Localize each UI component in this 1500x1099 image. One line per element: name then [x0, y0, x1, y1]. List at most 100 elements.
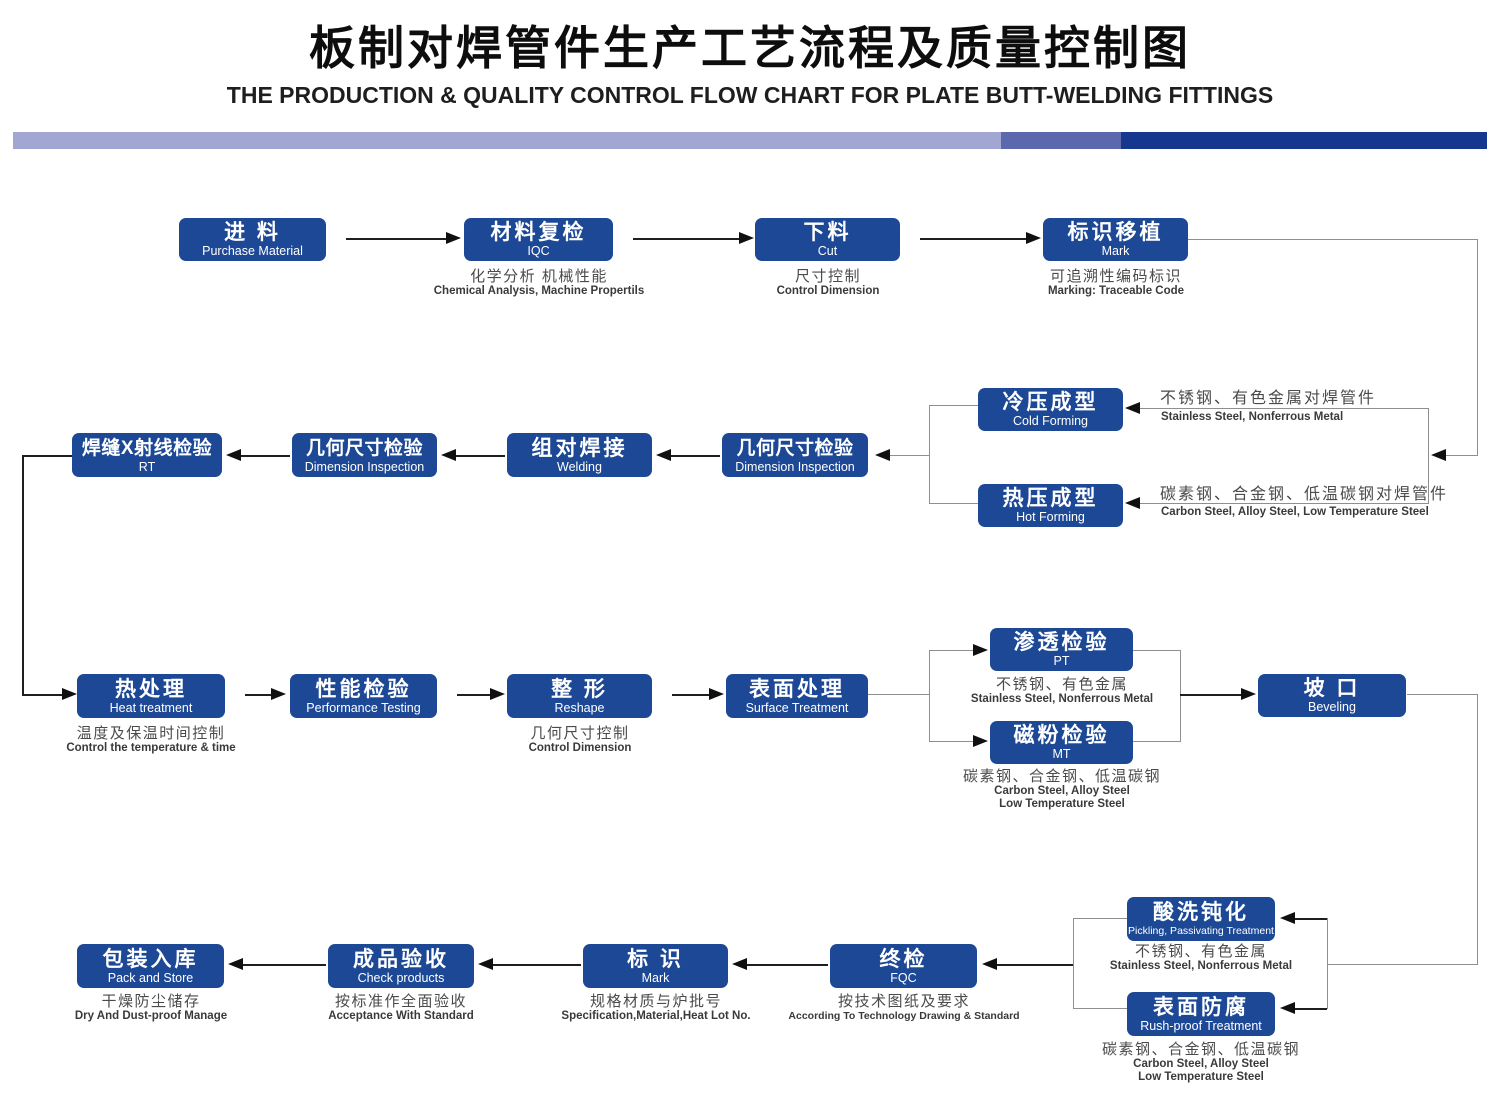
note-hot-forming-zh: 碳素钢、合金钢、低温碳钢对焊管件 — [1160, 486, 1449, 503]
node-pt-inspection-zh: 渗透检验 — [1013, 631, 1110, 654]
connector-line — [1180, 694, 1241, 696]
connector-line — [929, 405, 978, 406]
node-rust-proof-zh: 表面防腐 — [1153, 995, 1249, 1019]
connector-line — [22, 455, 24, 695]
node-heat-treatment: 热处理 Heat treatment — [77, 674, 225, 718]
node-check-products: 成品验收 Check products — [328, 944, 474, 988]
caption-pickling: 不锈钢、有色金属 Stainless Steel, Nonferrous Met… — [1051, 943, 1351, 973]
node-purchase-material: 进 料 Purchase Material — [179, 218, 326, 261]
node-dimension-inspection-2-zh: 几何尺寸检验 — [736, 437, 854, 459]
connector-line — [890, 455, 929, 456]
connector-line — [1327, 964, 1477, 965]
caption-cut-zh: 尺寸控制 — [794, 268, 861, 285]
node-performance-testing-zh: 性能检验 — [315, 677, 412, 701]
page-title-en: THE PRODUCTION & QUALITY CONTROL FLOW CH… — [226, 82, 1274, 108]
connector-line — [1073, 918, 1127, 919]
caption-rust-proof-zh: 碳素钢、合金钢、低温碳钢 — [1101, 1041, 1300, 1058]
connector-line — [868, 694, 929, 695]
connector-line — [243, 964, 326, 966]
page-title-zh: 板制对焊管件生产工艺流程及质量控制图 — [309, 22, 1191, 74]
node-pt-inspection: 渗透检验 PT — [990, 628, 1133, 671]
connector-line — [1073, 1008, 1127, 1009]
arrowhead-left — [1280, 912, 1295, 924]
node-reshape-zh: 整 形 — [551, 677, 608, 701]
node-welding-zh: 组对焊接 — [531, 436, 628, 460]
arrowhead-left — [1125, 402, 1140, 414]
connector-line — [633, 238, 739, 240]
node-heat-treatment-zh: 热处理 — [115, 677, 187, 701]
connector-line — [1295, 1008, 1327, 1010]
node-hot-forming-en: Hot Forming — [1016, 510, 1085, 524]
node-pickling-passivating: 酸洗钝化 Pickling, Passivating Treatment — [1127, 897, 1275, 941]
arrowhead-left — [875, 449, 890, 461]
node-heat-treatment-en: Heat treatment — [109, 700, 193, 715]
caption-check-products: 按标准作全面验收 Acceptance With Standard — [251, 993, 551, 1023]
connector-line — [747, 964, 828, 966]
caption-pt-zh: 不锈钢、有色金属 — [995, 676, 1128, 693]
connector-line — [1327, 918, 1328, 1009]
caption-fqc: 按技术图纸及要求 According To Technology Drawing… — [754, 993, 1054, 1023]
connector-line — [493, 964, 581, 966]
node-performance-testing-en: Performance Testing — [306, 700, 421, 715]
node-mark-transfer: 标识移植 Mark — [1043, 218, 1188, 261]
caption-pickling-en: Stainless Steel, Nonferrous Metal — [1109, 960, 1293, 972]
node-dimension-inspection-1: 几何尺寸检验 Dimension Inspection — [292, 433, 437, 477]
node-beveling-zh: 坡 口 — [1303, 677, 1361, 700]
caption-pt-en: Stainless Steel, Nonferrous Metal — [970, 693, 1154, 705]
node-fqc: 终检 FQC — [830, 944, 977, 988]
node-cold-forming: 冷压成型 Cold Forming — [978, 388, 1123, 431]
node-hot-forming: 热压成型 Hot Forming — [978, 484, 1123, 527]
connector-line — [1188, 239, 1478, 240]
connector-line — [920, 238, 1026, 240]
note-hot-forming-en: Carbon Steel, Alloy Steel, Low Temperatu… — [1161, 506, 1429, 518]
arrowhead-left — [656, 449, 671, 461]
node-reshape-en: Reshape — [554, 700, 605, 715]
node-fqc-zh: 终检 — [879, 947, 928, 971]
caption-pickling-zh: 不锈钢、有色金属 — [1134, 943, 1267, 960]
node-surface-treatment-zh: 表面处理 — [749, 677, 845, 701]
caption-reshape-zh: 几何尺寸控制 — [530, 725, 630, 742]
node-dimension-inspection-1-en: Dimension Inspection — [304, 459, 425, 474]
node-mark-transfer-en: Mark — [1101, 244, 1130, 258]
connector-line — [929, 405, 930, 504]
node-pickling-passivating-zh: 酸洗钝化 — [1153, 900, 1249, 924]
connector-line — [1180, 650, 1181, 742]
node-cut: 下料 Cut — [755, 218, 900, 261]
node-rt-inspection-zh: 焊缝X射线检验 — [81, 437, 213, 459]
node-mt-inspection-en: MT — [1052, 747, 1071, 761]
node-rust-proof-en: Rush-proof Treatment — [1140, 1018, 1262, 1033]
arrowhead-right — [709, 688, 724, 700]
arrowhead-left — [1431, 449, 1446, 461]
caption-pack-and-store-en: Dry And Dust-proof Manage — [74, 1010, 228, 1022]
header-bar-light — [13, 132, 1001, 149]
arrowhead-left — [982, 958, 997, 970]
node-rust-proof: 表面防腐 Rush-proof Treatment — [1127, 992, 1275, 1036]
node-check-products-en: Check products — [357, 970, 445, 985]
node-welding-en: Welding — [557, 459, 602, 474]
connector-line — [1133, 741, 1180, 742]
caption-fqc-en: According To Technology Drawing & Standa… — [788, 1010, 1020, 1022]
connector-line — [1295, 918, 1327, 920]
node-iqc-zh: 材料复检 — [490, 221, 587, 244]
caption-check-products-en: Acceptance With Standard — [328, 1010, 474, 1022]
arrowhead-right — [1026, 232, 1041, 244]
caption-reshape-en: Control Dimension — [528, 742, 632, 754]
caption-mark-transfer-zh: 可追溯性编码标识 — [1049, 268, 1182, 285]
node-dimension-inspection-2: 几何尺寸检验 Dimension Inspection — [722, 433, 868, 477]
node-pack-and-store-en: Pack and Store — [107, 970, 194, 985]
node-cold-forming-en: Cold Forming — [1012, 414, 1089, 428]
node-dimension-inspection-1-zh: 几何尺寸检验 — [305, 437, 423, 459]
node-rt-inspection: 焊缝X射线检验 RT — [72, 433, 222, 477]
arrowhead-right — [271, 688, 286, 700]
node-surface-treatment-en: Surface Treatment — [745, 700, 849, 715]
caption-rust-proof-en2: Low Temperature Steel — [1138, 1071, 1264, 1083]
arrowhead-left — [226, 449, 241, 461]
node-mark-transfer-zh: 标识移植 — [1067, 221, 1164, 244]
node-surface-treatment: 表面处理 Surface Treatment — [726, 674, 868, 718]
caption-reshape: 几何尺寸控制 Control Dimension — [430, 725, 730, 755]
node-pack-and-store: 包装入库 Pack and Store — [77, 944, 224, 988]
arrowhead-right — [62, 688, 77, 700]
caption-iqc: 化学分析 机械性能 Chemical Analysis, Machine Pro… — [389, 268, 689, 298]
connector-line — [1133, 650, 1180, 651]
